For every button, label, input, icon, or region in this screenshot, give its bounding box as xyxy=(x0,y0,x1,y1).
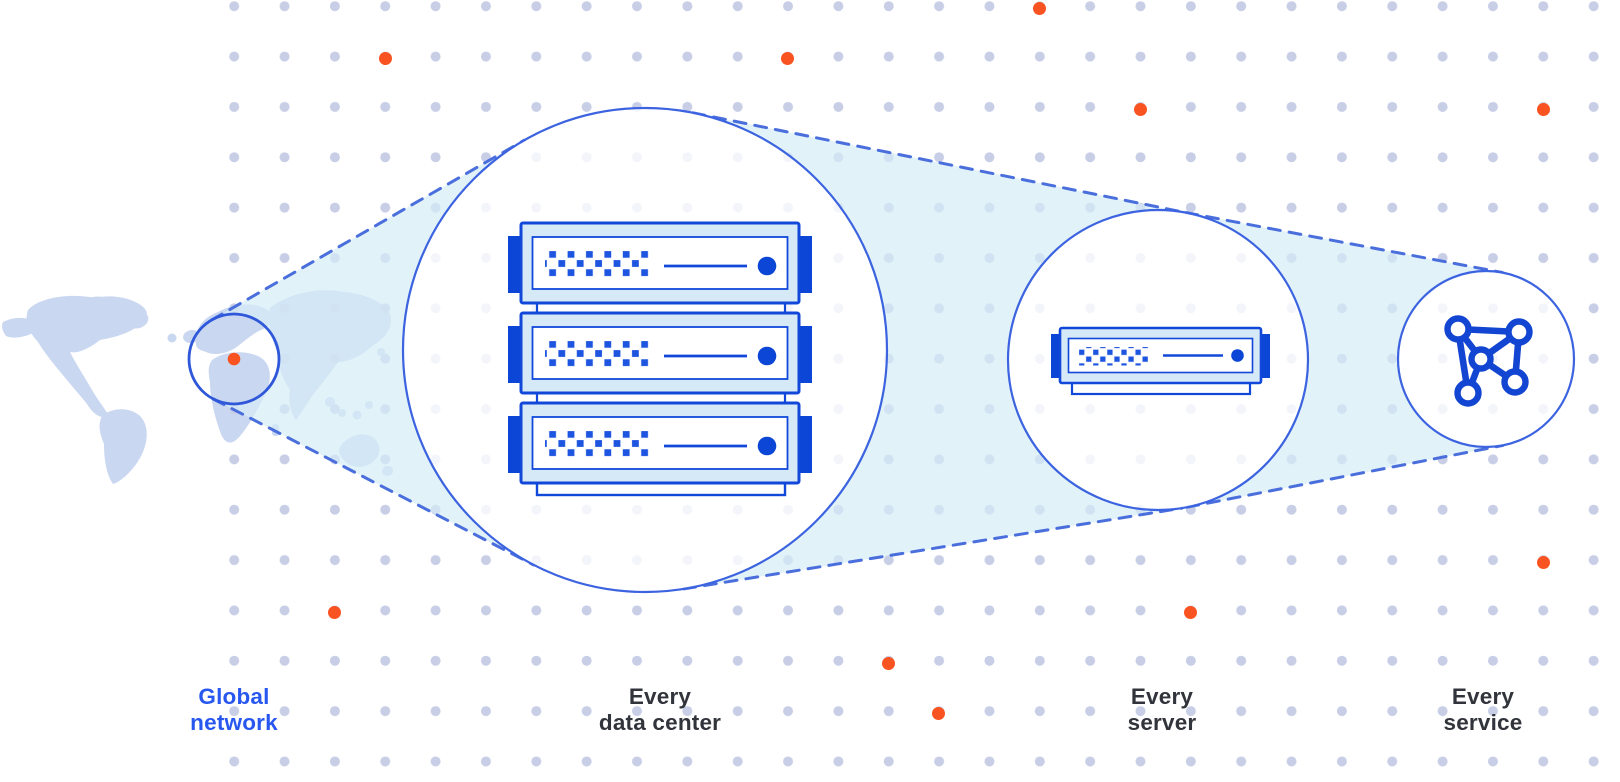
orange-dot xyxy=(378,51,392,65)
caption-line: Every xyxy=(628,684,692,709)
server-unit xyxy=(506,401,814,485)
orange-dot xyxy=(1536,102,1550,116)
caption-line: network xyxy=(190,709,278,735)
caption-line: service xyxy=(1443,709,1523,735)
map-location-dot xyxy=(227,352,241,366)
orange-dot xyxy=(931,706,945,720)
orange-dot xyxy=(1183,605,1197,619)
caption-line: Every xyxy=(1130,684,1194,709)
cone-map-to-datacenter xyxy=(211,140,534,565)
caption-every-data-center: Every data center xyxy=(530,684,790,735)
orange-dot xyxy=(1133,102,1147,116)
mesh-network-icon xyxy=(1444,315,1533,407)
caption-line: Global xyxy=(198,684,270,709)
orange-dot xyxy=(1536,555,1550,569)
caption-every-server: Every server xyxy=(1032,684,1292,735)
cone-datacenter-to-server xyxy=(683,112,1188,589)
cone-server-to-service xyxy=(1185,212,1503,508)
caption-every-service: Every service xyxy=(1353,684,1613,735)
orange-dot xyxy=(327,605,341,619)
orange-dot xyxy=(780,51,794,65)
orange-dot xyxy=(1032,1,1046,15)
zoom-cones xyxy=(211,112,1503,589)
caption-line: server xyxy=(1127,709,1197,735)
single-server-icon xyxy=(1051,326,1270,396)
server-unit xyxy=(506,221,814,305)
caption-line: Every xyxy=(1451,684,1515,709)
map-zoom-circle xyxy=(187,312,281,406)
caption-line: data center xyxy=(598,709,722,735)
caption-global-network: Global network xyxy=(104,684,364,735)
server-rack-icon xyxy=(506,221,814,497)
server-unit xyxy=(506,311,814,395)
zoom-dashed-lines xyxy=(210,111,1505,591)
orange-dot xyxy=(881,656,895,670)
